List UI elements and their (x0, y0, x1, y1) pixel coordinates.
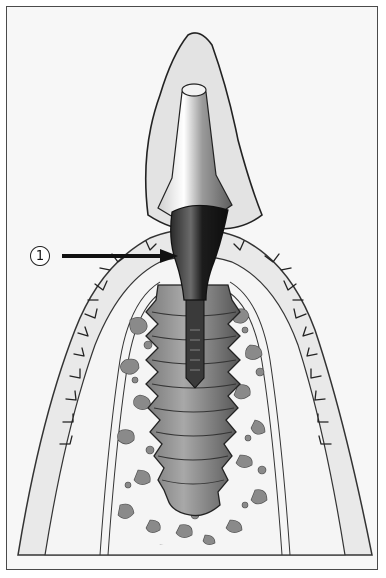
callout-number-label: 1 (30, 246, 50, 266)
implant-fixture (146, 285, 240, 516)
